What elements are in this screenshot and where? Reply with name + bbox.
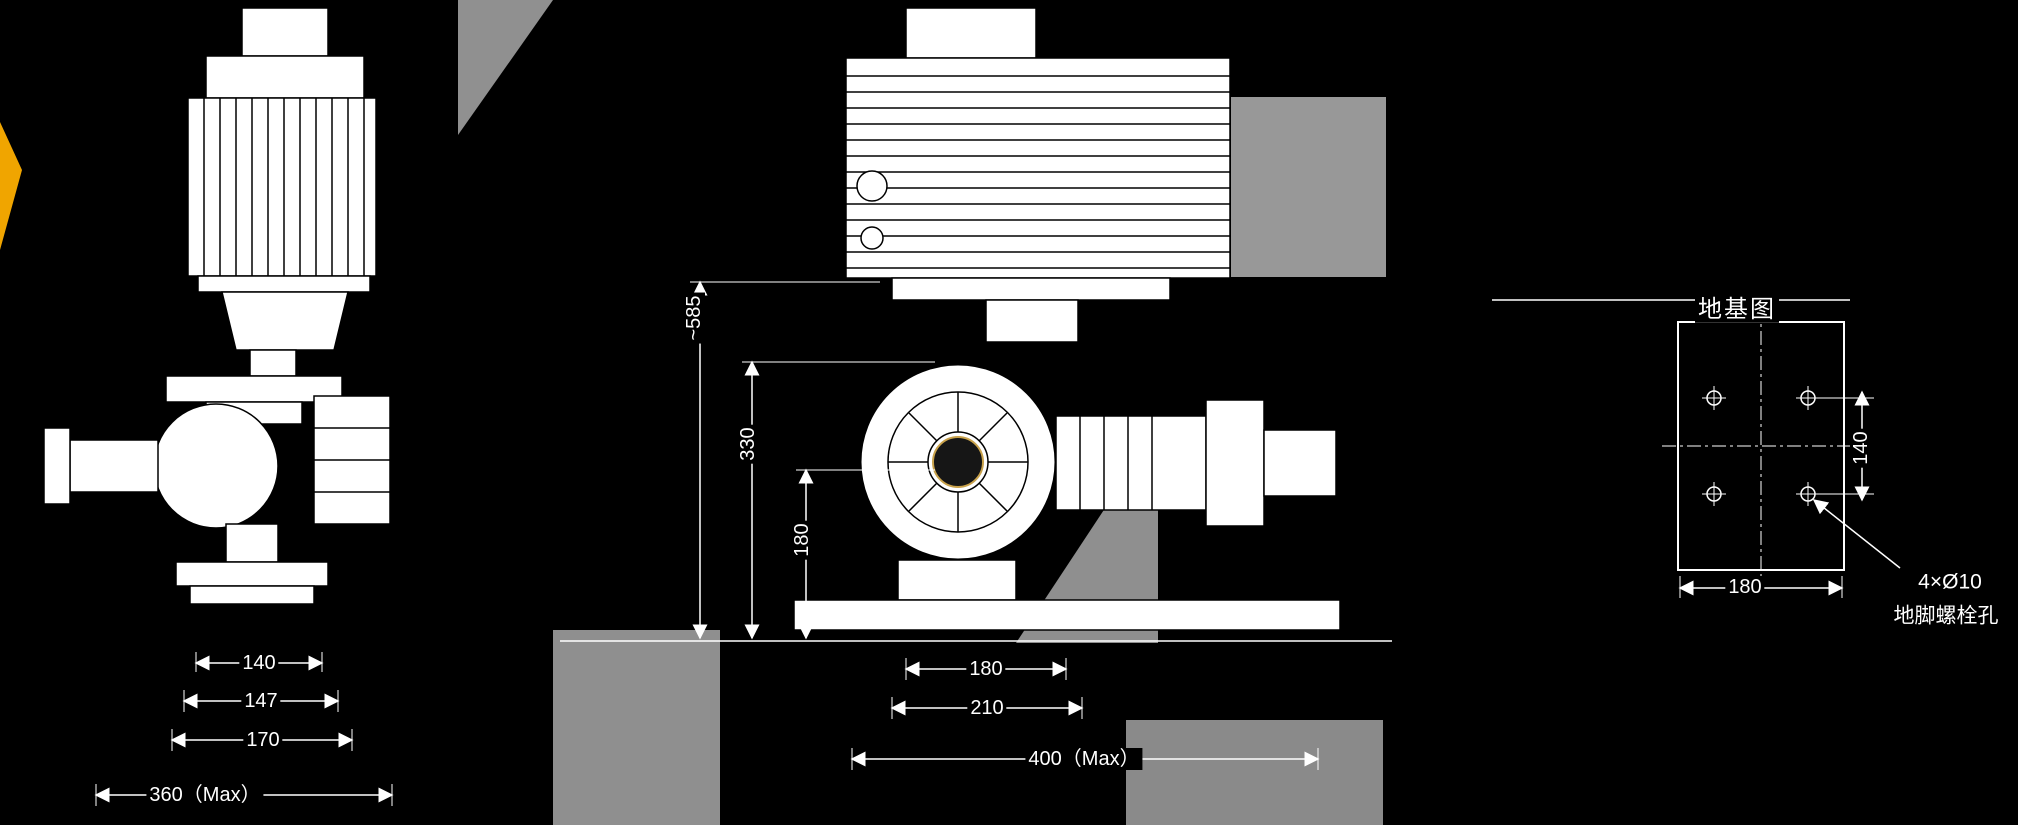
- dim-label-overall-height: ~585: [683, 292, 705, 344]
- anchor-bolt-note-text: 地脚螺栓孔: [1890, 604, 2002, 628]
- front-view-drawing: [43, 7, 391, 605]
- dim-label-147: 147: [241, 690, 281, 712]
- dim-label-180-vertical: 180: [791, 520, 813, 560]
- foundation-plan-drawing: [1662, 306, 1860, 586]
- anchor-bolt-note-size: 4×Ø10: [1915, 570, 1985, 594]
- dim-label-180-bottom: 180: [966, 658, 1006, 680]
- dim-label-180-foundation: 180: [1725, 576, 1765, 598]
- dim-label-360-max: 360（Max）: [146, 784, 264, 806]
- gray-artifact-patches: [458, 0, 1386, 825]
- dim-label-140-foundation: 140: [1850, 428, 1872, 468]
- orange-accent-wedge: [0, 122, 22, 250]
- brand-badge: [932, 436, 984, 488]
- foundation-plan-title: 地基图: [1695, 296, 1779, 324]
- dim-label-210: 210: [967, 697, 1007, 719]
- dim-label-400-max: 400（Max）: [1025, 748, 1143, 770]
- side-view-drawing: [793, 7, 1341, 631]
- dim-label-330: 330: [737, 424, 759, 464]
- dim-label-140-front: 140: [239, 652, 279, 674]
- dim-label-170: 170: [243, 729, 283, 751]
